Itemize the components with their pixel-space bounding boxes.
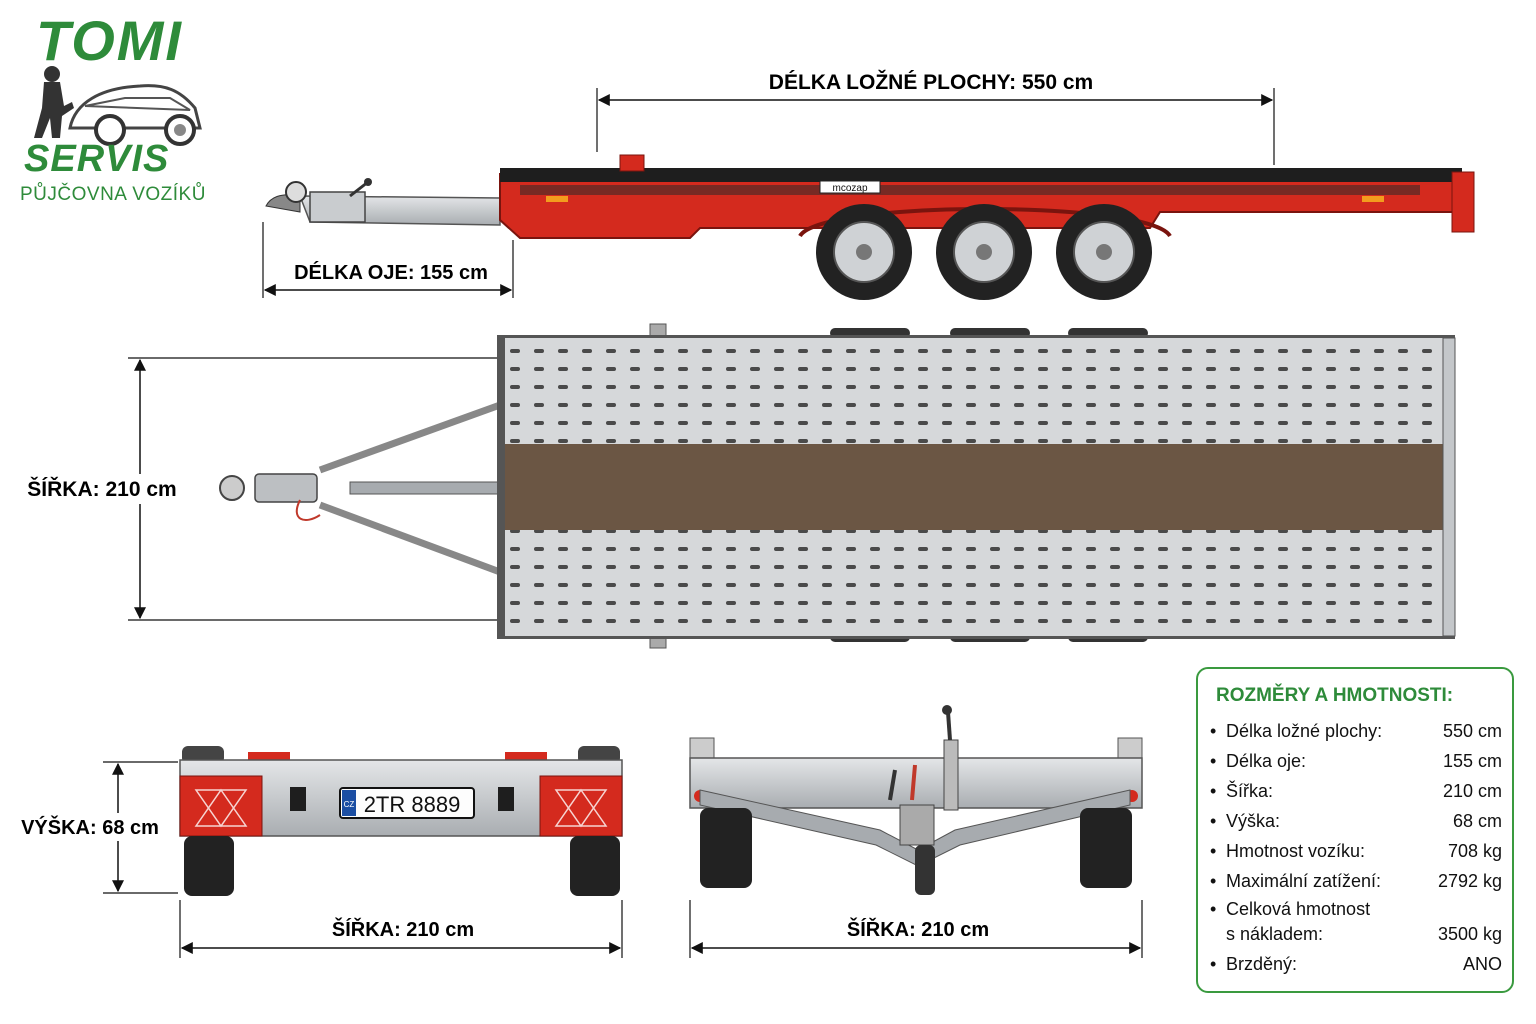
specs-panel: ROZMĚRY A HMOTNOSTI: • Délka ložné ploch… (1196, 667, 1514, 993)
spec-label-cont: s nákladem: (1226, 924, 1324, 944)
spec-value: 210 cm (1442, 781, 1502, 801)
spec-value: 155 cm (1442, 751, 1502, 771)
front-view (689, 705, 1143, 895)
rear-height-label: VÝŠKA: 68 cm (21, 815, 159, 839)
bullet: • (1210, 871, 1217, 891)
side-bed-top (500, 168, 1462, 182)
side-wheel-1 (816, 204, 912, 300)
bullet: • (1210, 841, 1217, 861)
side-coupling (309, 191, 366, 223)
drawbar-length-label: DÉLKA OJE: 155 cm (294, 261, 488, 284)
plate-number: 2TR 8889 (364, 792, 461, 817)
side-view: mcozap (265, 154, 1475, 300)
spec-value: 708 kg (1447, 841, 1502, 861)
spec-label: Brzděný: (1226, 954, 1298, 974)
front-width-label: ŠÍŘKA: 210 cm (847, 917, 989, 941)
spec-value: 68 cm (1452, 811, 1502, 831)
logo-name-bottom: SERVIS (24, 138, 170, 180)
spec-value: ANO (1462, 954, 1502, 974)
top-width-label: ŠÍŘKA: 210 cm (27, 477, 176, 501)
bed-length-label: DÉLKA LOŽNÉ PLOCHY: 550 cm (769, 70, 1093, 94)
logo-subtitle: PŮJČOVNA VOZÍKŮ (20, 184, 206, 205)
top-deck-holes-lower (505, 530, 1445, 636)
spec-label: Celková hmotnost (1226, 899, 1371, 919)
spec-label: Délka oje: (1226, 751, 1307, 771)
bullet: • (1210, 781, 1217, 801)
bullet: • (1210, 899, 1217, 919)
spec-value: 550 cm (1442, 721, 1502, 741)
top-view (219, 323, 1456, 649)
spec-label: Hmotnost vozíku: (1226, 841, 1366, 861)
spec-label: Maximální zatížení: (1226, 871, 1382, 891)
spec-value: 3500 kg (1437, 924, 1502, 944)
side-wheel-2 (936, 204, 1032, 300)
bullet: • (1210, 721, 1217, 741)
spec-label: Výška: (1226, 811, 1281, 831)
spec-value: 2792 kg (1437, 871, 1502, 891)
logo-name-top: TOMI (36, 9, 183, 72)
bullet: • (1210, 954, 1217, 974)
side-wheel-3 (1056, 204, 1152, 300)
plate-country: CZ (344, 800, 355, 809)
license-plate (339, 787, 475, 819)
spec-label: Šířka: (1226, 781, 1274, 801)
specs-title: ROZMĚRY A HMOTNOSTI: (1216, 685, 1454, 706)
bullet: • (1210, 751, 1217, 771)
bullet: • (1210, 811, 1217, 831)
side-brand-label: mcozap (832, 183, 867, 194)
front-jockey-wheel (915, 845, 935, 895)
top-deck-holes-upper (505, 338, 1445, 444)
top-deck-floor (505, 444, 1445, 530)
logo-car-icon (34, 66, 202, 146)
rear-width-label: ŠÍŘKA: 210 cm (332, 917, 474, 941)
spec-label: Délka ložné plochy: (1226, 721, 1383, 741)
rear-view: CZ 2TR 8889 (179, 746, 623, 896)
top-coupling (254, 473, 318, 503)
